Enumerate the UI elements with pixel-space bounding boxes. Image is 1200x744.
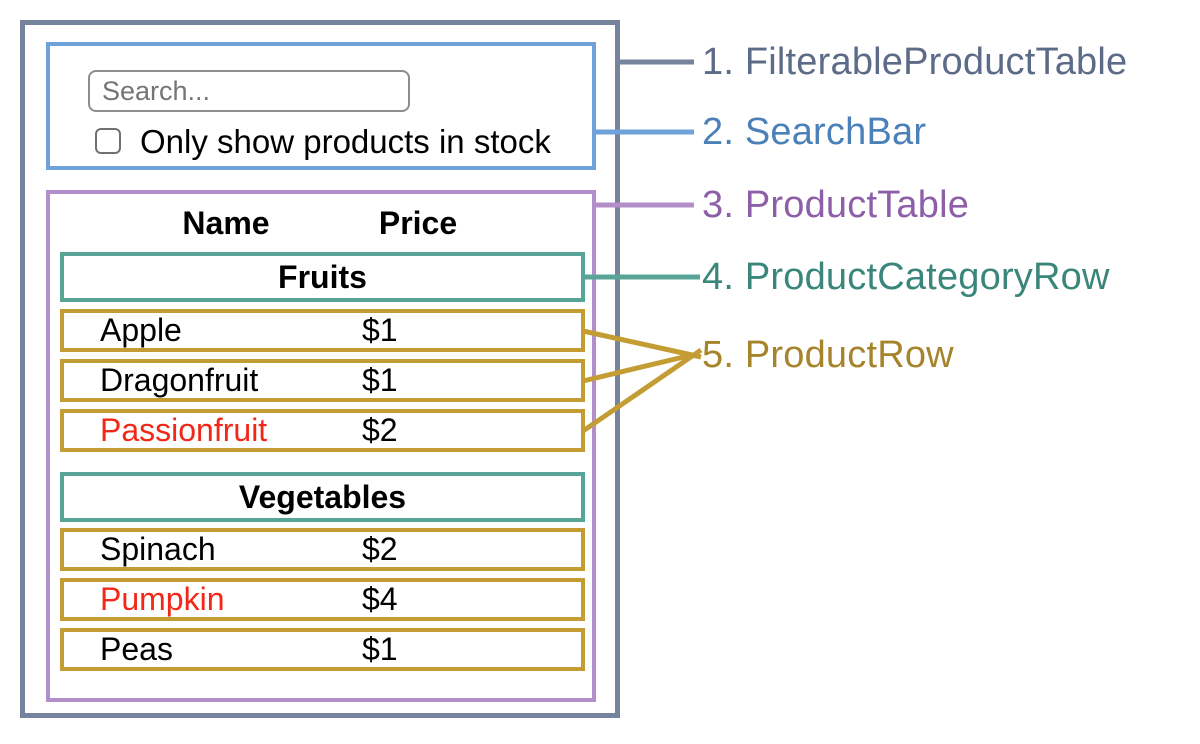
search-bar-outline: [46, 42, 596, 170]
legend-product-row: 5. ProductRow: [702, 334, 954, 376]
product-name: Spinach: [100, 531, 216, 567]
column-header-price: Price: [378, 205, 458, 241]
legend-product-table: 3. ProductTable: [702, 184, 970, 226]
product-name: Peas: [100, 631, 173, 667]
column-header-name: Name: [182, 205, 270, 241]
category-row-vegetables: Vegetables: [60, 472, 585, 522]
legend-search-bar: 2. SearchBar: [702, 111, 927, 153]
legend-product-category-row: 4. ProductCategoryRow: [702, 256, 1110, 298]
product-row-spinach: Spinach $2: [60, 528, 585, 571]
in-stock-checkbox-label: Only show products in stock: [140, 123, 551, 160]
product-row-peas: Peas $1: [60, 628, 585, 671]
product-row-dragonfruit: Dragonfruit $1: [60, 359, 585, 402]
product-price: $2: [362, 531, 398, 567]
search-input[interactable]: [88, 70, 410, 112]
product-name: Apple: [100, 312, 182, 348]
product-name: Dragonfruit: [100, 362, 259, 398]
in-stock-checkbox[interactable]: [95, 128, 121, 154]
product-price: $1: [362, 312, 398, 348]
product-name: Passionfruit: [100, 412, 268, 448]
product-price: $1: [362, 362, 398, 398]
product-price: $4: [362, 581, 398, 617]
category-row-fruits: Fruits: [60, 252, 585, 302]
product-table-outline: [46, 190, 596, 702]
product-name: Pumpkin: [100, 581, 225, 617]
product-row-pumpkin: Pumpkin $4: [60, 578, 585, 621]
product-row-apple: Apple $1: [60, 309, 585, 352]
product-row-passionfruit: Passionfruit $2: [60, 409, 585, 452]
product-price: $1: [362, 631, 398, 667]
product-price: $2: [362, 412, 398, 448]
legend-filterable-product-table: 1. FilterableProductTable: [702, 41, 1128, 83]
